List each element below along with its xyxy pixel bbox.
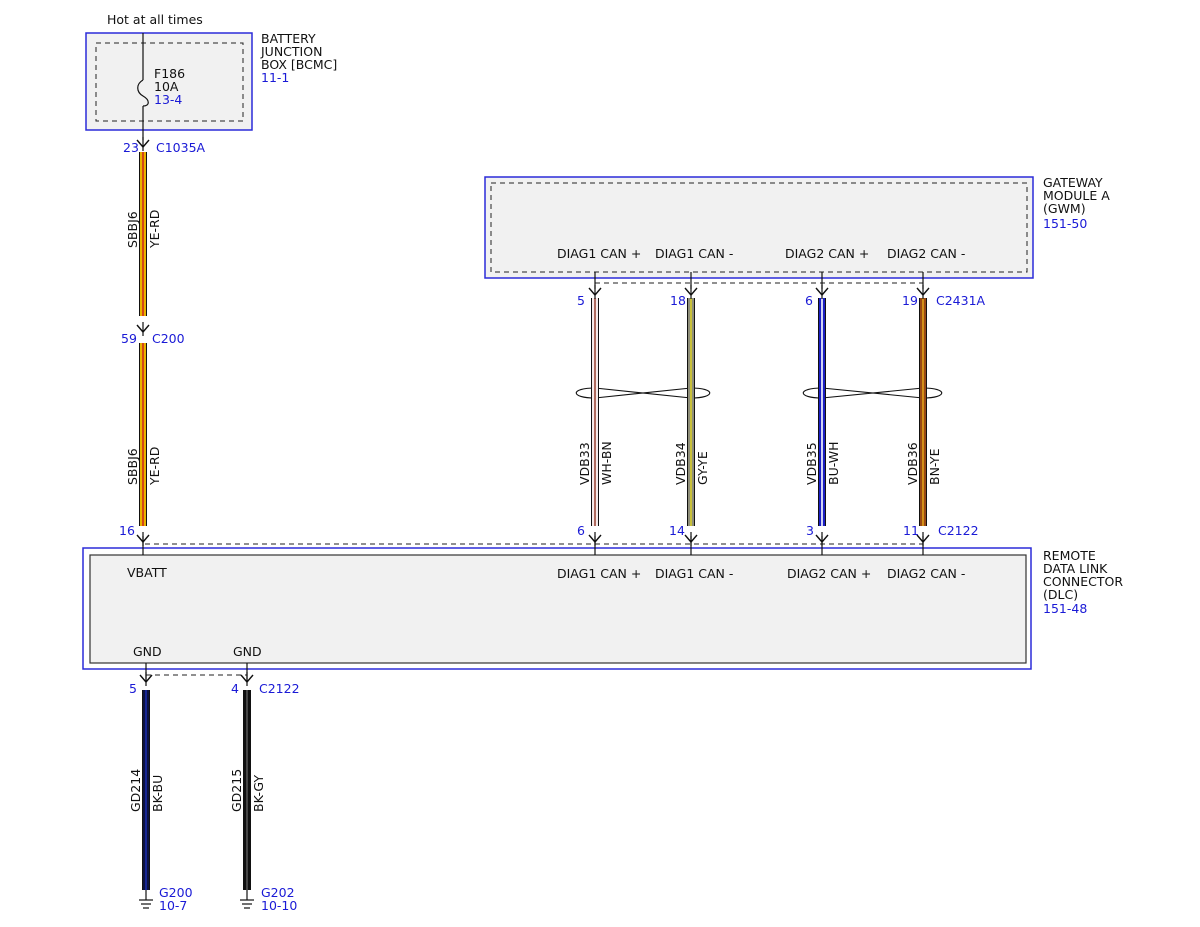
- dlc-pin-label-3: DIAG2 CAN +: [787, 566, 871, 581]
- wire-can-4: [919, 298, 927, 526]
- gwm-ref-link[interactable]: 151-50: [1043, 216, 1087, 231]
- fuse-symbol: [137, 79, 149, 107]
- bjb-connector-name[interactable]: C1035A: [156, 140, 206, 155]
- dlc-gnd-label-1: GND: [133, 644, 162, 659]
- terminal-dlc-gnd-1: [139, 672, 153, 686]
- gwm-pin-label-2: DIAG1 CAN -: [655, 246, 733, 261]
- dlc-ref-link[interactable]: 151-48: [1043, 601, 1087, 616]
- gwm-connector-pin-3: 6: [805, 293, 813, 308]
- inline-connector-pin: 59: [121, 331, 137, 346]
- ground-2-name-link[interactable]: G202: [261, 885, 295, 900]
- can-wire-2-circuit: VDB34: [673, 442, 688, 485]
- gwm-title-line-2: MODULE A: [1043, 188, 1110, 203]
- wire-ground-2: [243, 690, 251, 890]
- power-lower-color: YE-RD: [147, 447, 162, 486]
- dlc-vbatt-pin: 16: [119, 523, 135, 538]
- gwm-connector-pin-4: 19: [902, 293, 918, 308]
- bjb-connector-pin: 23: [123, 140, 139, 155]
- terminal-dlc-can-2: [684, 532, 698, 546]
- can-wire-2-color: GY-YE: [695, 451, 710, 485]
- dlc-connector-pin-4: 11: [903, 523, 919, 538]
- ground-2-ref-link[interactable]: 10-10: [261, 898, 297, 913]
- battery-junction-box: [85, 32, 253, 131]
- dlc-gnd-label-2: GND: [233, 644, 262, 659]
- ground-1-ref-link[interactable]: 10-7: [159, 898, 187, 913]
- wire-can-2: [687, 298, 695, 526]
- terminal-dlc-can-4: [916, 532, 930, 546]
- dlc-gnd-connector-name[interactable]: C2122: [259, 681, 300, 696]
- wire-can-1: [591, 298, 599, 526]
- dlc-vbatt-label: VBATT: [127, 565, 167, 580]
- gwm-title-line-3: (GWM): [1043, 201, 1086, 216]
- terminal-gwm-2: [684, 285, 698, 299]
- gwm-connector-name[interactable]: C2431A: [936, 293, 986, 308]
- terminal-bjb-out: [136, 137, 150, 151]
- dlc-connector-pin-2: 14: [669, 523, 685, 538]
- can-wire-1-color: WH-BN: [599, 441, 614, 485]
- terminal-dlc-gnd-2: [240, 672, 254, 686]
- wire-power-upper: [139, 152, 147, 316]
- power-upper-circuit: SBBJ6: [125, 211, 140, 248]
- power-upper-color: YE-RD: [147, 210, 162, 249]
- terminal-dlc-can-1: [588, 532, 602, 546]
- fuse-ref-link[interactable]: 13-4: [154, 92, 182, 107]
- can-wire-4-circuit: VDB36: [905, 442, 920, 485]
- ground-1-name-link[interactable]: G200: [159, 885, 193, 900]
- terminal-dlc-vbatt: [136, 532, 150, 546]
- terminal-layer: [136, 137, 930, 686]
- dlc-gnd-pin-1: 5: [129, 681, 137, 696]
- can-wire-3-circuit: VDB35: [804, 442, 819, 485]
- gwm-pin-label-1: DIAG1 CAN +: [557, 246, 641, 261]
- gwm-pin-label-4: DIAG2 CAN -: [887, 246, 965, 261]
- fuse-rating: 10A: [154, 79, 179, 94]
- terminal-dlc-can-3: [815, 532, 829, 546]
- inline-connector-name[interactable]: C200: [152, 331, 185, 346]
- gateway-module-box: [484, 176, 1034, 279]
- ground-wire-2-color: BK-GY: [251, 775, 266, 812]
- wire-ground-1: [142, 690, 150, 890]
- dlc-connector-pin-3: 3: [806, 523, 814, 538]
- dlc-pin-label-2: DIAG1 CAN -: [655, 566, 733, 581]
- gwm-connector-pin-1: 5: [577, 293, 585, 308]
- dlc-gnd-pin-2: 4: [231, 681, 239, 696]
- dlc-title-line-2: DATA LINK: [1043, 561, 1108, 576]
- gateway-module-inner: [490, 182, 1028, 273]
- can-wire-4-color: BN-YE: [927, 448, 942, 485]
- terminal-inline-c200: [136, 322, 150, 336]
- fuse-name: F186: [154, 66, 185, 81]
- terminal-gwm-3: [815, 285, 829, 299]
- dlc-title-line-4: (DLC): [1043, 587, 1078, 602]
- battery-junction-box-inner: [95, 42, 244, 122]
- wire-can-3: [818, 298, 826, 526]
- dlc-title-line-1: REMOTE: [1043, 548, 1096, 563]
- terminal-gwm-4: [916, 285, 930, 299]
- power-lower-circuit: SBBJ6: [125, 448, 140, 485]
- bjb-title-line-2: JUNCTION: [260, 44, 322, 59]
- terminal-gwm-1: [588, 285, 602, 299]
- dlc-pin-label-4: DIAG2 CAN -: [887, 566, 965, 581]
- ground-wire-1-circuit: GD214: [128, 769, 143, 812]
- bjb-title-line-3: BOX [BCMC]: [261, 57, 337, 72]
- header-note: Hot at all times: [107, 12, 203, 27]
- can-wire-3-color: BU-WH: [826, 442, 841, 486]
- bjb-title-line-1: BATTERY: [261, 31, 316, 46]
- ground-wire-1-color: BK-BU: [150, 775, 165, 812]
- dlc-connector-name[interactable]: C2122: [938, 523, 979, 538]
- gwm-title-line-1: GATEWAY: [1043, 175, 1103, 190]
- ground-wire-2-circuit: GD215: [229, 769, 244, 812]
- ground-symbol-g200: [139, 890, 153, 909]
- dlc-inner: [89, 554, 1027, 664]
- dlc-connector-pin-1: 6: [577, 523, 585, 538]
- dlc-title-line-3: CONNECTOR: [1043, 574, 1123, 589]
- ground-symbol-g202: [240, 890, 254, 909]
- bjb-ref-link[interactable]: 11-1: [261, 70, 289, 85]
- can-wire-1-circuit: VDB33: [577, 442, 592, 485]
- wire-layer: [139, 152, 927, 890]
- gwm-pin-label-3: DIAG2 CAN +: [785, 246, 869, 261]
- wire-power-lower: [139, 343, 147, 526]
- gwm-connector-pin-2: 18: [670, 293, 686, 308]
- dlc-pin-label-1: DIAG1 CAN +: [557, 566, 641, 581]
